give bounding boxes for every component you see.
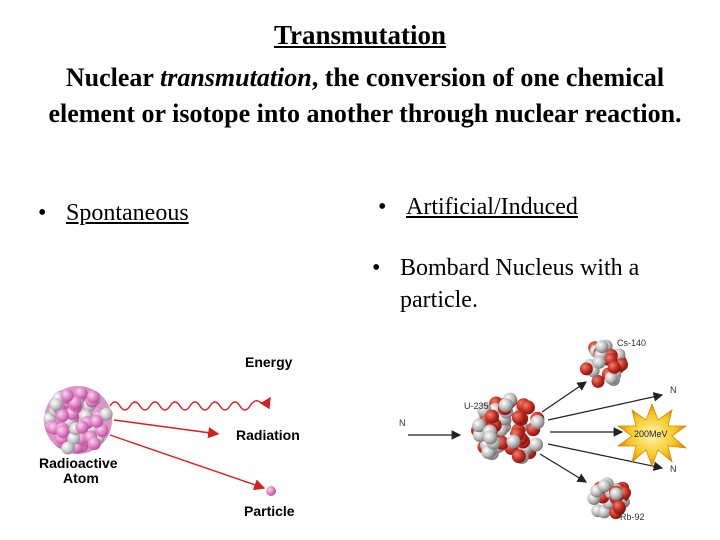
bullet-artificial: • Artificial/Induced xyxy=(378,194,578,221)
u235-nucleus-icon xyxy=(471,392,545,464)
rb92-nucleus-icon xyxy=(587,477,631,520)
nucleon xyxy=(60,389,74,403)
nucleon xyxy=(529,437,543,452)
cs140-nucleus-icon xyxy=(579,339,628,388)
atom-label-line1: Radioactive xyxy=(39,455,118,471)
subtitle-italic: transmutation xyxy=(160,63,312,92)
arrow-to-neutron-1 xyxy=(547,392,664,421)
decay-figure: Energy Radiation Particle Radioactive At… xyxy=(39,354,300,519)
nucleon xyxy=(511,449,526,464)
arrow-to-neutron-2 xyxy=(547,443,664,471)
particle-label: Particle xyxy=(244,503,295,519)
atom-label-line2: Atom xyxy=(63,470,99,486)
nucleon xyxy=(498,398,513,413)
slide-subtitle: Nuclear transmutation, the conversion of… xyxy=(40,60,690,132)
nucleon xyxy=(598,479,611,493)
bullet-dot: • xyxy=(378,194,387,220)
rb92-label: Rb-92 xyxy=(620,512,645,522)
nucleon xyxy=(472,418,486,433)
nucleon xyxy=(86,390,100,404)
nucleon xyxy=(75,420,89,434)
nucleon xyxy=(483,430,498,445)
radiation-arrow xyxy=(113,419,220,439)
bullet-bombard-line1: Bombard Nucleus with a xyxy=(400,255,640,281)
nucleon xyxy=(530,415,545,429)
nucleon xyxy=(56,425,70,439)
bullet-artificial-text: Artificial/Induced xyxy=(406,194,578,220)
nucleon xyxy=(61,441,75,455)
nucleon xyxy=(607,360,621,374)
bullet-dot: • xyxy=(38,200,47,226)
nucleon xyxy=(74,386,88,400)
nucleon xyxy=(579,362,593,376)
particle-arrow xyxy=(109,434,266,491)
slide-title: Transmutation xyxy=(273,20,447,50)
nucleon xyxy=(592,355,606,369)
nucleon xyxy=(56,409,70,423)
nucleon xyxy=(591,374,605,388)
arrow-to-cs xyxy=(541,381,587,413)
neutron-out-label-1: N xyxy=(670,385,677,395)
nucleon xyxy=(609,487,623,501)
nucleon xyxy=(511,410,526,425)
subtitle-pre: Nuclear xyxy=(65,63,160,92)
energy-wavy-arrow xyxy=(109,396,271,411)
energy-burst-icon xyxy=(616,402,688,468)
nucleon xyxy=(90,414,104,428)
nucleon xyxy=(506,434,521,449)
bullet-spontaneous: • Spontaneous xyxy=(38,200,189,227)
nucleon xyxy=(99,407,113,421)
nucleon xyxy=(612,500,626,514)
nucleon xyxy=(595,340,609,354)
cs140-label: Cs-140 xyxy=(617,338,646,348)
bullet-spontaneous-text: Spontaneous xyxy=(66,200,189,226)
nucleon xyxy=(87,437,101,450)
incoming-neutron-label: N xyxy=(399,418,406,428)
bullet-dot: • xyxy=(372,255,381,281)
particle-icon xyxy=(266,486,276,496)
radiation-label: Radiation xyxy=(236,427,300,443)
bullet-bombard: • Bombard Nucleus with a particle. xyxy=(372,252,639,316)
nucleon xyxy=(604,371,618,385)
subtitle-post: , the conversion of one chemical element… xyxy=(48,63,682,128)
energy-burst-label: 200MeV xyxy=(634,429,668,439)
bullet-bombard-line2: particle. xyxy=(400,287,478,313)
neutron-out-label-2: N xyxy=(670,464,677,474)
nucleon xyxy=(49,398,63,411)
fission-figure: 200MeV Cs-140 U-235 N N N Rb-92 xyxy=(399,338,688,522)
nucleon xyxy=(485,409,499,424)
nucleon xyxy=(95,424,109,438)
u235-label: U-235 xyxy=(464,401,489,411)
arrow-to-rb xyxy=(539,453,588,483)
radioactive-atom-icon xyxy=(43,386,113,455)
nucleon xyxy=(520,400,535,415)
energy-label: Energy xyxy=(245,354,293,370)
